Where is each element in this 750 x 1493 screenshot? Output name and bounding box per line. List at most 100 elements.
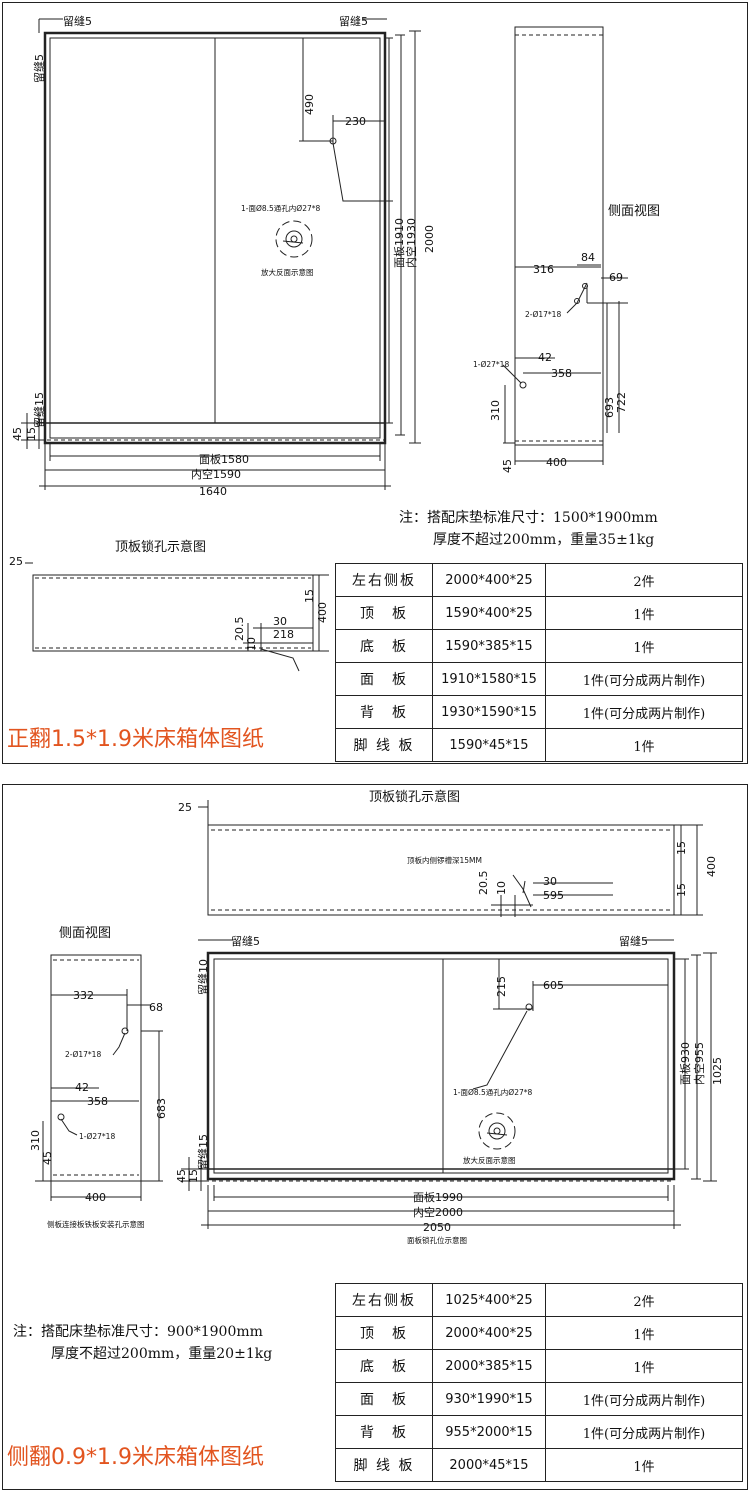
top-400: 400 bbox=[705, 856, 718, 877]
side-68: 68 bbox=[149, 1001, 163, 1014]
gap-top-left-label: 留缝5 bbox=[63, 14, 92, 28]
dim-490: 490 bbox=[303, 94, 316, 115]
side-view-title: 侧面视图 bbox=[59, 926, 111, 941]
top-10: 10 bbox=[495, 881, 508, 895]
side-flip-drawing: 25 15 400 15 30 595 20.5 10 332 68 42 35… bbox=[29, 789, 724, 1245]
top-400: 400 bbox=[316, 602, 329, 623]
top-25: 25 bbox=[9, 555, 23, 568]
part-size: 2000*400*25 bbox=[432, 1316, 546, 1350]
dim-face-height: 面板930 bbox=[678, 1042, 692, 1085]
side-400: 400 bbox=[546, 456, 567, 469]
top-205: 20.5 bbox=[477, 871, 490, 896]
part-name: 背 板 bbox=[335, 695, 433, 729]
gap-top-right-label: 留缝5 bbox=[339, 14, 368, 28]
side-693: 693 bbox=[603, 397, 616, 418]
top-15b: 15 bbox=[675, 883, 688, 897]
part-name: 顶 板 bbox=[335, 596, 433, 630]
dim-total-height: 1025 bbox=[711, 1057, 724, 1085]
part-size: 1590*400*25 bbox=[432, 596, 546, 630]
enlarge-note: 放大反面示意图 bbox=[463, 1155, 516, 1165]
top-lock-title: 顶板锁孔示意图 bbox=[115, 539, 206, 555]
part-size: 1590*45*15 bbox=[432, 728, 546, 762]
top-lock-title: 顶板锁孔示意图 bbox=[369, 789, 460, 805]
side-722: 722 bbox=[615, 392, 628, 413]
dim-605: 605 bbox=[543, 979, 564, 992]
part-qty: 1件 bbox=[545, 728, 743, 762]
front-flip-drawing: 留缝5 留缝5 留缝5 留缝15 490 230 面板1910 内空1930 2… bbox=[9, 14, 660, 672]
side-310: 310 bbox=[29, 1130, 42, 1151]
part-size: 2000*400*25 bbox=[432, 563, 546, 597]
top-595: 595 bbox=[543, 889, 564, 902]
side-69: 69 bbox=[609, 271, 623, 284]
side-45: 45 bbox=[41, 1151, 54, 1165]
dim-215: 215 bbox=[495, 976, 508, 997]
side-hole1: 1-Ø27*18 bbox=[473, 360, 509, 369]
gap-left-label: 留缝10 bbox=[196, 959, 210, 995]
bottom-total-width: 1640 bbox=[199, 485, 227, 498]
dim-face-height: 面板1910 bbox=[392, 218, 406, 268]
side-683: 683 bbox=[155, 1098, 168, 1119]
panel-side-flip: 25 15 400 15 30 595 20.5 10 332 68 42 35… bbox=[2, 784, 748, 1490]
side-view-title: 侧面视图 bbox=[608, 204, 660, 219]
part-name: 面 板 bbox=[335, 662, 433, 696]
part-qty: 1件(可分成两片制作) bbox=[545, 662, 743, 696]
hole-note: 1-面Ø8.5通孔内Ø27*8 bbox=[241, 203, 321, 213]
part-size: 2000*385*15 bbox=[432, 1349, 546, 1383]
dim-15-left: 15 bbox=[25, 427, 38, 441]
part-name: 面 板 bbox=[335, 1382, 433, 1416]
side-358: 358 bbox=[551, 367, 572, 380]
dim-45-left: 45 bbox=[175, 1169, 188, 1183]
spec-note-line1: 注：搭配床垫标准尺寸：1500*1900mm bbox=[399, 510, 658, 526]
part-name: 顶 板 bbox=[335, 1316, 433, 1350]
bottom-inner-width: 内空1590 bbox=[191, 467, 241, 481]
part-qty: 1件(可分成两片制作) bbox=[545, 695, 743, 729]
part-size: 1910*1580*15 bbox=[432, 662, 546, 696]
part-size: 2000*45*15 bbox=[432, 1448, 546, 1482]
spec-note-line1: 注：搭配床垫标准尺寸：900*1900mm bbox=[13, 1324, 263, 1340]
dim-inner-height: 内空955 bbox=[692, 1042, 706, 1085]
side-316: 316 bbox=[533, 263, 554, 276]
side-84: 84 bbox=[581, 251, 595, 264]
part-name: 底 板 bbox=[335, 629, 433, 663]
side-400: 400 bbox=[85, 1191, 106, 1204]
top-218: 218 bbox=[273, 628, 294, 641]
side-hole2: 2-Ø17*18 bbox=[525, 310, 561, 319]
spec-note: 注：搭配床垫标准尺寸：1500*1900mm 厚度不超过200mm，重量35±1… bbox=[399, 507, 658, 551]
top-30: 30 bbox=[273, 615, 287, 628]
side-hole2: 2-Ø17*18 bbox=[65, 1050, 101, 1059]
part-name: 左右侧板 bbox=[335, 1283, 433, 1317]
enlarge-note: 放大反面示意图 bbox=[261, 267, 314, 277]
page-title: 正翻1.5*1.9米床箱体图纸 bbox=[7, 727, 264, 752]
gap-left-label: 留缝5 bbox=[32, 54, 46, 83]
part-qty: 1件 bbox=[545, 596, 743, 630]
top-30: 30 bbox=[543, 875, 557, 888]
part-qty: 2件 bbox=[545, 563, 743, 597]
side-hole1: 1-Ø27*18 bbox=[79, 1132, 115, 1141]
top-10: 10 bbox=[245, 637, 258, 651]
part-size: 1025*400*25 bbox=[432, 1283, 546, 1317]
face-caption: 面板锁孔位示意图 bbox=[407, 1235, 467, 1245]
part-qty: 1件 bbox=[545, 1316, 743, 1350]
side-42: 42 bbox=[75, 1081, 89, 1094]
side-358: 358 bbox=[87, 1095, 108, 1108]
part-size: 930*1990*15 bbox=[432, 1382, 546, 1416]
gap-top-right-label: 留缝5 bbox=[619, 934, 648, 948]
side-332: 332 bbox=[73, 989, 94, 1002]
part-name: 左右侧板 bbox=[335, 563, 433, 597]
part-size: 955*2000*15 bbox=[432, 1415, 546, 1449]
spec-note-line2: 厚度不超过200mm，重量35±1kg bbox=[433, 532, 655, 548]
top-25: 25 bbox=[178, 801, 192, 814]
part-name: 脚 线 板 bbox=[335, 728, 433, 762]
dim-15-left: 15 bbox=[187, 1169, 200, 1183]
